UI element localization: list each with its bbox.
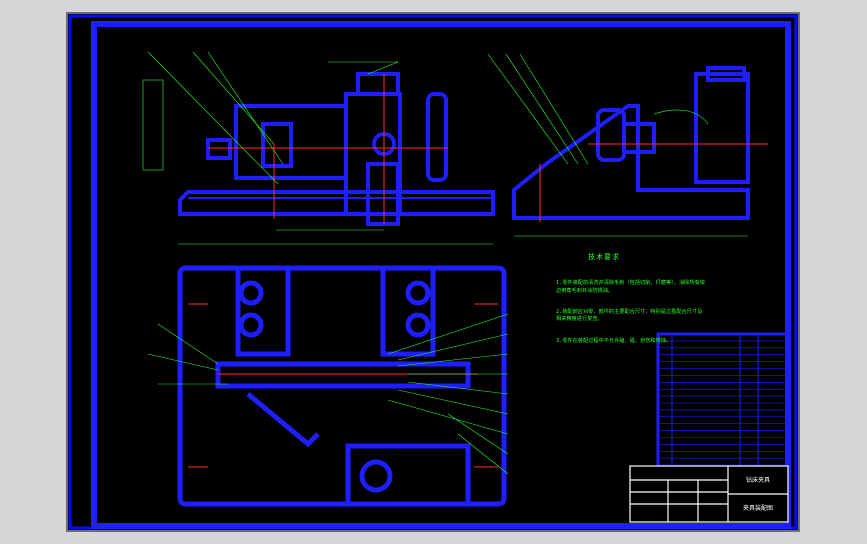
side-view-centerlines [539,143,768,222]
requirement-1: 1.零件装配前清洗并清除毛刺（包括切削、打磨等），消除所有锐边倒角毛刺并涂防锈油… [556,280,705,294]
title-block [629,465,789,523]
requirement-2: 2.装配前应对零、部件的主要配合尺寸，特别是过盈配合尺寸及相关精度进行复查。 [556,309,703,323]
front-view-dimensions [142,51,493,245]
top-view [177,265,507,507]
title-block-name: 钻床夹具 [746,476,770,484]
drawing-border-inner [91,21,791,529]
side-view-dimensions [487,53,748,237]
front-view-centerlines [208,74,448,224]
technical-requirements-title: 技术要求 [588,253,620,261]
cad-viewport[interactable]: 钻床夹具 夹具装配图 技术要求 1.零件装配前清洗并清除毛刺（包括切削、打磨等）… [66,12,800,532]
requirement-3: 3.零件在装配过程中不允许磕、碰、划伤和锈蚀。 [556,338,672,345]
technical-requirements: 1.零件装配前清洗并清除毛刺（包括切削、打磨等），消除所有锐边倒角毛刺并涂防锈油… [556,254,706,360]
side-view [512,66,750,220]
front-view [178,72,495,226]
assembly-drawing: 钻床夹具 夹具装配图 [68,14,798,530]
parts-list-rows [658,340,788,466]
title-block-drawing-no: 夹具装配图 [743,504,773,512]
top-view-leaders [147,313,509,475]
